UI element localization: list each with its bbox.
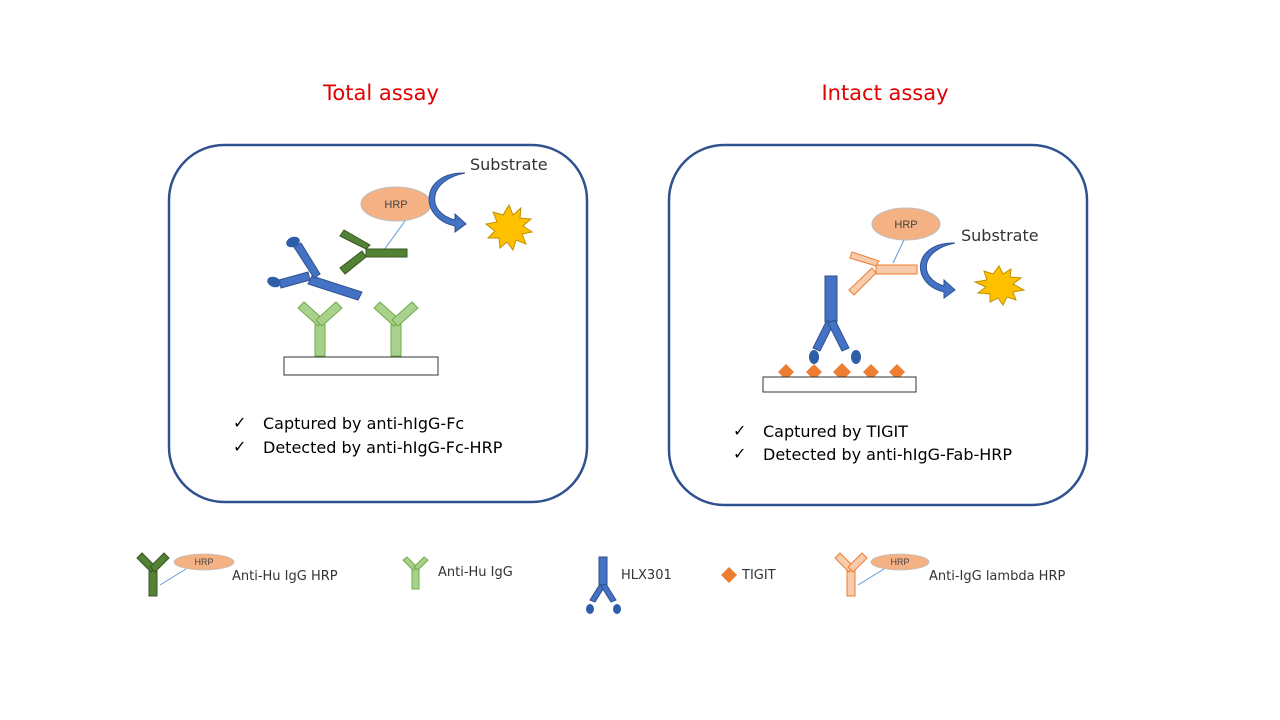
total-bullet-1: Captured by anti-hIgG-Fc <box>263 414 464 433</box>
light-green-antibody-icon <box>402 556 429 590</box>
total-hrp-link <box>383 220 406 251</box>
total-capture-antibody-1-icon <box>297 301 343 357</box>
intact-hrp-label: HRP <box>894 219 917 231</box>
intact-bullet-1: Captured by TIGIT <box>763 422 908 441</box>
intact-hrp-link <box>892 239 905 264</box>
intact-substrate-label: Substrate <box>961 226 1039 245</box>
total-hrp-label: HRP <box>384 199 407 211</box>
legend-label-tigit: TIGIT <box>741 568 776 583</box>
dark-green-antibody-icon <box>136 552 170 597</box>
legend-hrp-oval-1 <box>173 553 235 571</box>
intact-assay-title: Intact assay <box>821 81 948 105</box>
intact-substrate-arrow-icon <box>919 242 956 299</box>
legend-anti-hu-igg-hrp: HRP Anti-Hu IgG HRP <box>136 552 338 597</box>
intact-bullet-2: Detected by anti-hIgG-Fab-HRP <box>763 445 1012 464</box>
legend-label-anti-hu-igg: Anti-Hu IgG <box>438 565 513 580</box>
hlx301-antibody-icon <box>586 556 621 614</box>
total-substrate-label: Substrate <box>470 155 548 174</box>
intact-detection-antibody-icon <box>848 251 918 296</box>
total-hlx301-antibody-icon <box>267 236 363 301</box>
legend-hlx301: HLX301 <box>586 556 672 614</box>
intact-hlx301-antibody-icon <box>809 275 861 364</box>
legend-anti-igg-lambda-hrp: HRP Anti-IgG lambda HRP <box>834 552 1065 597</box>
total-plate <box>283 356 439 376</box>
total-assay-panel <box>167 143 589 504</box>
total-bullet-2: Detected by anti-hIgG-Fc-HRP <box>263 438 503 457</box>
intact-assay-panel <box>667 143 1089 507</box>
intact-substrate-star-icon <box>973 265 1026 306</box>
legend-hrp-oval-2 <box>870 553 930 571</box>
total-bullet-2-check-icon: ✓ <box>233 437 246 456</box>
legend-tigit: TIGIT <box>721 567 776 583</box>
total-bullet-1-check-icon: ✓ <box>233 413 246 432</box>
legend-hrp-label-2: HRP <box>890 557 909 567</box>
legend-label-anti-hu-igg-hrp: Anti-Hu IgG HRP <box>232 569 338 584</box>
legend-label-anti-igg-lambda-hrp: Anti-IgG lambda HRP <box>929 569 1065 584</box>
intact-tigit-diamonds <box>778 363 905 381</box>
legend-label-hlx301: HLX301 <box>621 568 672 583</box>
intact-hrp-oval <box>871 207 941 241</box>
total-capture-antibody-2-icon <box>373 301 419 357</box>
total-detection-antibody-icon <box>339 229 408 275</box>
orange-antibody-icon <box>834 552 868 597</box>
total-substrate-star-icon <box>484 203 534 252</box>
intact-plate <box>762 376 917 393</box>
tigit-diamond-icon <box>721 567 737 583</box>
intact-bullet-2-check-icon: ✓ <box>733 444 746 463</box>
legend-hrp-label-1: HRP <box>194 557 213 567</box>
total-assay-title: Total assay <box>322 81 439 105</box>
legend-anti-hu-igg: Anti-Hu IgG <box>402 556 513 590</box>
intact-bullet-1-check-icon: ✓ <box>733 421 746 440</box>
total-substrate-arrow-icon <box>428 172 467 233</box>
